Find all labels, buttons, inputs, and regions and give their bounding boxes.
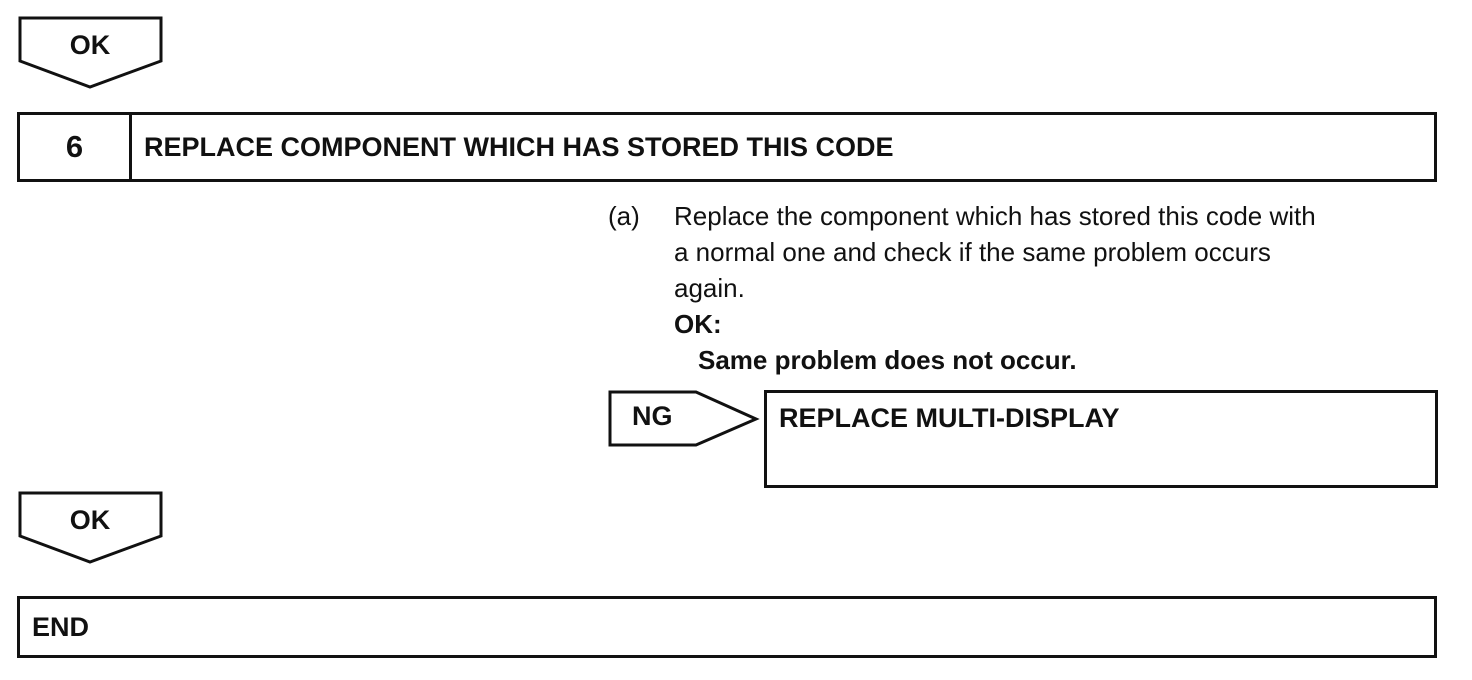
end-box: END bbox=[17, 596, 1437, 658]
step-title: REPLACE COMPONENT WHICH HAS STORED THIS … bbox=[144, 131, 894, 162]
ok-arrow-top: OK bbox=[18, 16, 166, 90]
step-number: 6 bbox=[20, 115, 132, 179]
ok-arrow-bottom: OK bbox=[18, 491, 166, 565]
ok-arrow-bottom-label: OK bbox=[69, 505, 111, 535]
instruction-line: again. bbox=[674, 273, 745, 303]
ng-arrow-shape bbox=[608, 390, 760, 447]
instruction-body: Replace the component which has stored t… bbox=[674, 198, 1454, 378]
ng-result-box: REPLACE MULTI-DISPLAY bbox=[764, 390, 1438, 488]
step-header: 6 REPLACE COMPONENT WHICH HAS STORED THI… bbox=[17, 112, 1437, 182]
ok-arrow-bottom-shape bbox=[18, 491, 163, 564]
ng-arrow: NG bbox=[608, 390, 760, 448]
instruction-marker: (a) bbox=[608, 201, 640, 231]
instruction-line: a normal one and check if the same probl… bbox=[674, 237, 1271, 267]
ok-arrow-top-label: OK bbox=[69, 30, 111, 60]
instruction-line: Replace the component which has stored t… bbox=[674, 201, 1316, 231]
ok-condition-label: OK: bbox=[674, 309, 722, 339]
ok-arrow-top-shape bbox=[18, 16, 163, 89]
ok-condition-result: Same problem does not occur. bbox=[698, 345, 1077, 375]
ng-arrow-label: NG bbox=[632, 401, 673, 431]
